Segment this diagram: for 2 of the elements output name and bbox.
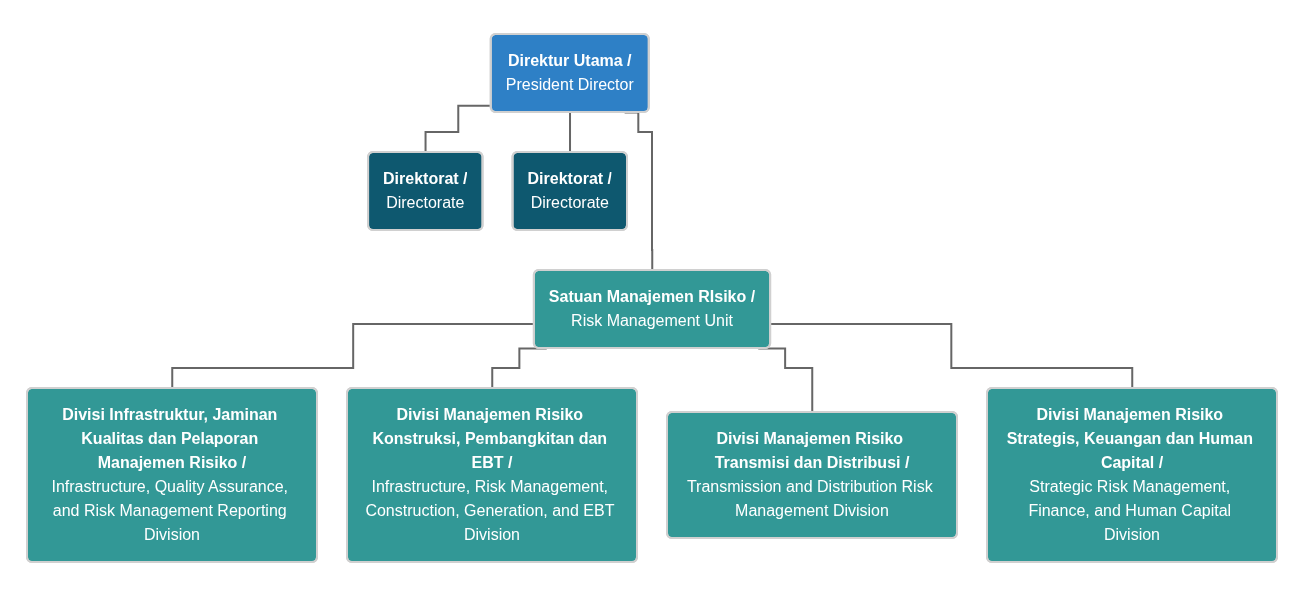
connector (568, 111, 571, 154)
connector (769, 323, 1133, 390)
